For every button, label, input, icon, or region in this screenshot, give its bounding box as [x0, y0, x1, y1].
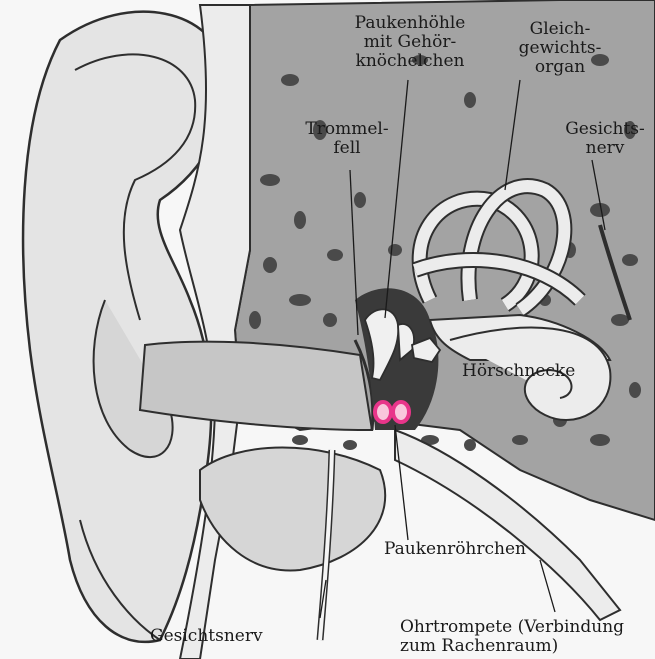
label-trommelfell: Trommel- fell [292, 120, 402, 158]
label-hoerschnecke: Hörschnecke [462, 362, 602, 381]
label-paukenroehrchen: Paukenröhrchen [384, 540, 554, 559]
label-gesichtsnerv-top: Gesichts- nerv [555, 120, 655, 158]
label-gesichtsnerv-bottom: Gesichtsnerv [150, 627, 290, 646]
label-paukenhoehle: Paukenhöhle mit Gehör- knöchelchen [350, 14, 470, 71]
label-gleichgewichtsorgan: Gleich- gewichts- organ [510, 20, 610, 77]
label-ohrtrompete: Ohrtrompete (Verbindung zum Rachenraum) [400, 618, 650, 656]
